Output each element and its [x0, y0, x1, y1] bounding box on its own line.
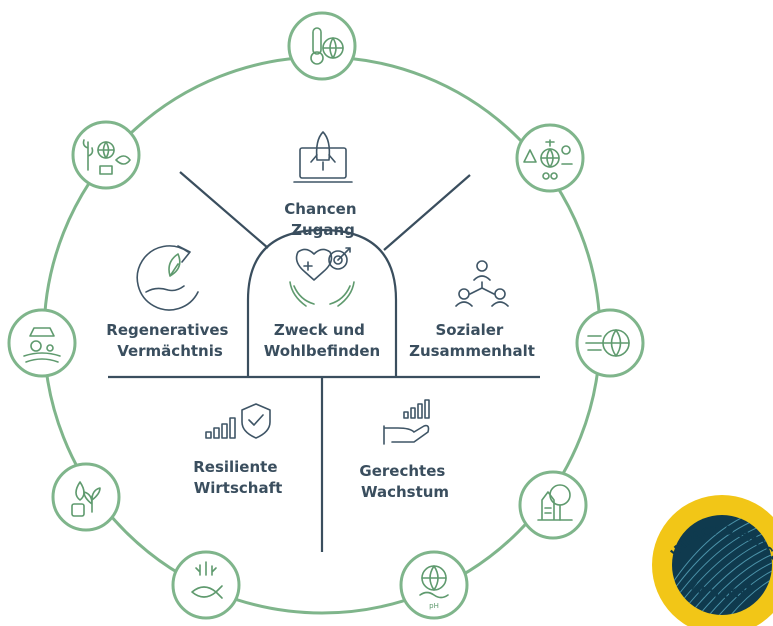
hand-growth-bars-icon [383, 399, 430, 445]
leaf-hand-cycle-icon [136, 245, 199, 311]
top-segment-label: Chancen Zugang [284, 200, 361, 239]
ring-icon-farm-tractor [7, 308, 77, 378]
right-segment-label: Sozialer Zusammenhalt [409, 321, 535, 360]
top-line-1: Chancen [284, 200, 356, 218]
ring-icon-water-plant [51, 462, 121, 532]
bottom-right-line-2: Wachstum [361, 483, 449, 501]
center-line-2: Wohlbefinden [264, 342, 380, 360]
thermometer-globe-icon [310, 27, 344, 65]
divider-lines [108, 171, 540, 552]
right-line-1: Sozialer [435, 321, 503, 339]
center-heart-target-icon [289, 247, 355, 307]
shield-bars-icon [205, 403, 271, 439]
tree-globe-fish-icon [82, 139, 131, 175]
right-line-2: Zusammenhalt [409, 342, 535, 360]
top-line-2: Zugang [291, 221, 355, 239]
ring-icon-science-globe [515, 123, 585, 193]
ring-icon-globe-network [575, 308, 645, 378]
globe-ph-icon [419, 565, 449, 599]
center-line-1: Zweck und [274, 321, 365, 339]
science-globe-icon [523, 139, 573, 180]
ring-icon-forest [518, 470, 588, 540]
badge-bottom-text: INITIATIVE [688, 579, 757, 603]
water-plant-icon [71, 481, 101, 517]
bottom-right-line-1: Gerechtes [359, 462, 445, 480]
fish-plant-icon [191, 561, 223, 599]
bottom-left-line-2: Wirtschaft [194, 479, 283, 497]
farm-tractor-icon [23, 327, 61, 363]
forest-icon [537, 484, 573, 521]
left-segment-label: Regeneratives Vermächtnis [106, 321, 233, 360]
ring-icon-tree-globe-fish [71, 120, 141, 190]
bottom-left-line-1: Resiliente [193, 458, 277, 476]
people-network-icon [455, 260, 509, 307]
left-line-2: Vermächtnis [117, 342, 223, 360]
rocket-laptop-icon [293, 131, 353, 183]
ring-icon-fish-plant [171, 550, 241, 620]
globe-network-icon [585, 329, 630, 357]
bottom-right-segment-label: Gerechtes Wachstum [359, 462, 450, 501]
ring-icon-globe-ph: pH [399, 550, 469, 620]
left-line-1: Regeneratives [106, 321, 228, 339]
ph-label-icon: pH [429, 602, 439, 610]
bottom-left-segment-label: Resiliente Wirtschaft [193, 458, 283, 497]
center-label: Zweck und Wohlbefinden [264, 321, 380, 360]
ring-icon-thermometer-globe [287, 11, 357, 81]
